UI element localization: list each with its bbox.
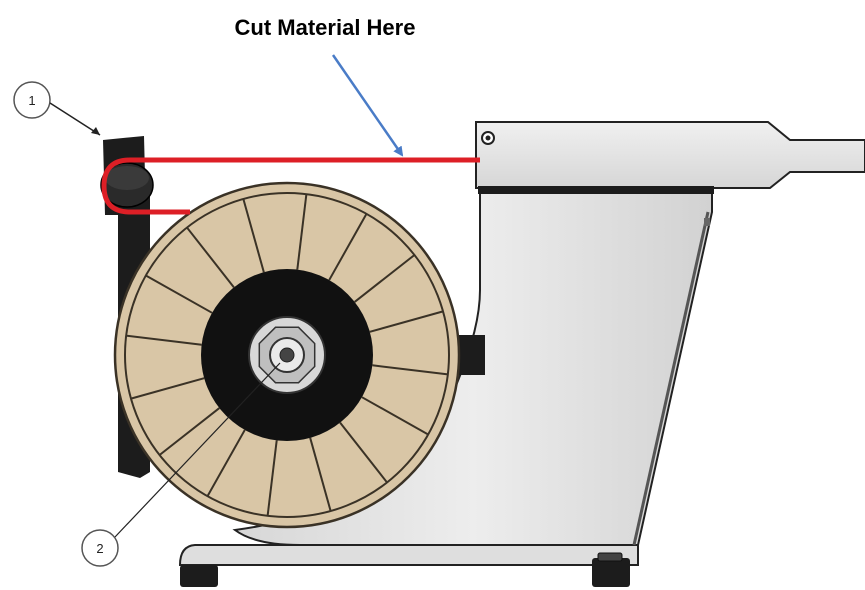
reel-spoke: [242, 198, 265, 273]
frame-bolt: [704, 218, 710, 226]
frame-edge: [632, 211, 710, 546]
reel-spoke: [372, 364, 448, 376]
reel-spoke: [145, 274, 213, 314]
reel-spokes: [126, 194, 448, 516]
reel-spoke: [354, 254, 416, 303]
right-foot-top: [597, 552, 623, 562]
right-foot: [592, 558, 630, 587]
top-head-shadow: [478, 186, 714, 194]
reel-spoke: [266, 440, 278, 516]
top-head: [475, 121, 865, 189]
hub-center: [279, 347, 295, 363]
callout-1-arrowhead: [91, 127, 100, 135]
reel-spoke: [309, 437, 332, 512]
reel-spoke: [369, 310, 444, 333]
callout-2-label: 2: [96, 541, 103, 556]
callout-1-label: 1: [28, 93, 35, 108]
reel-spoke: [126, 334, 202, 346]
base-plate: [178, 544, 639, 566]
callout-2-circle: [81, 529, 119, 567]
reel-spoke: [339, 422, 388, 484]
callout-1-circle: [13, 81, 51, 119]
reel-spoke: [186, 226, 235, 288]
reel-spoke: [130, 377, 205, 400]
callout-1-leader: [49, 102, 101, 136]
material-reel: [113, 181, 461, 529]
reel-spoke: [361, 396, 429, 436]
reel-rim-inner: [124, 192, 450, 518]
reel-spoke: [158, 407, 220, 456]
reel-spoke: [206, 429, 246, 497]
reel-spoke: [296, 194, 308, 270]
left-foot: [180, 565, 218, 587]
pointer-arrow: [331, 54, 404, 157]
guide-roller-highlight: [105, 166, 149, 190]
cut-instruction-label: Cut Material Here: [235, 15, 416, 40]
reel-spoke: [328, 213, 368, 281]
callout-2-leader: [114, 362, 281, 538]
head-screw-center: [485, 135, 491, 141]
material-cut-path: [101, 157, 480, 215]
